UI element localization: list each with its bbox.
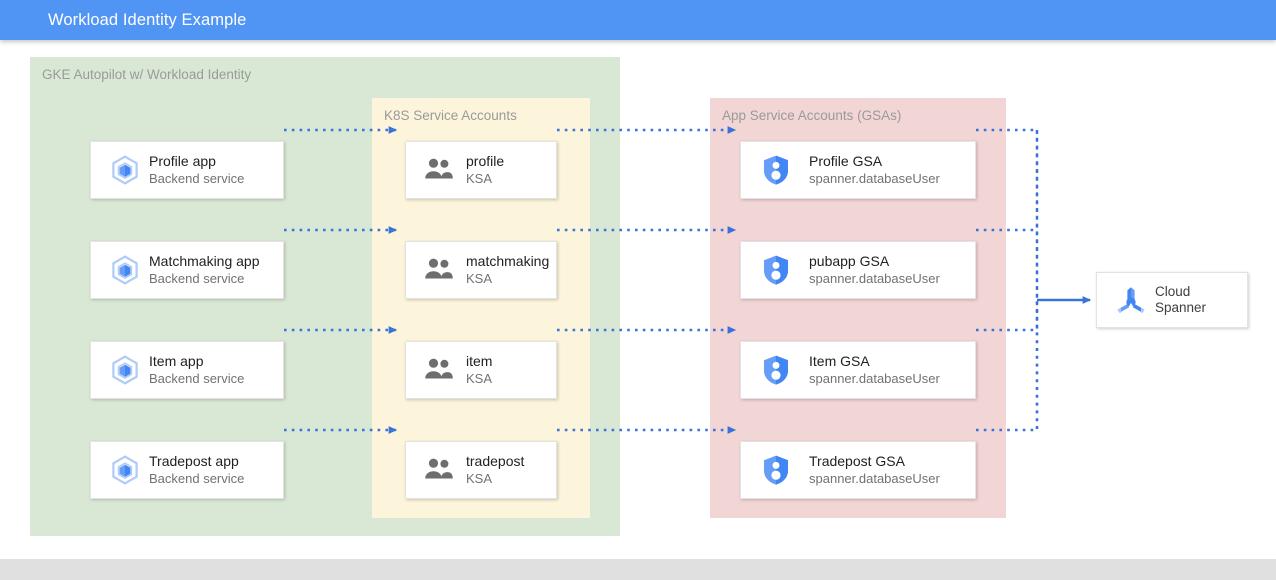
node-subtitle: spanner.databaseUser [809, 471, 940, 486]
node-title: Item app [149, 353, 204, 369]
people-icon [420, 157, 458, 183]
node-subtitle: spanner.databaseUser [809, 171, 940, 186]
group-k8s-service-accounts-label: K8S Service Accounts [384, 108, 517, 123]
node-title: Profile GSA [809, 153, 883, 169]
node-subtitle: Backend service [149, 371, 245, 386]
node-gsa-profile[interactable]: Profile GSA spanner.databaseUser [740, 141, 976, 199]
shield-person-icon [757, 454, 795, 486]
node-title: profile [466, 153, 505, 169]
node-subtitle: spanner.databaseUser [809, 271, 940, 286]
gke-cube-icon [103, 154, 147, 186]
node-subtitle: KSA [466, 471, 493, 486]
page-title: Workload Identity Example [48, 11, 247, 29]
gke-cube-icon [103, 454, 147, 486]
node-gsa-pubapp[interactable]: pubapp GSA spanner.databaseUser [740, 241, 976, 299]
node-title: Profile app [149, 153, 216, 169]
node-subtitle: Backend service [149, 171, 245, 186]
node-cloud-spanner[interactable]: Cloud Spanner [1096, 272, 1248, 328]
group-gke-autopilot-label: GKE Autopilot w/ Workload Identity [42, 67, 252, 82]
node-title: Tradepost GSA [809, 453, 905, 469]
shield-person-icon [757, 154, 795, 186]
node-title: matchmaking [466, 253, 550, 269]
node-app-profile[interactable]: Profile app Backend service [90, 141, 284, 199]
node-app-item[interactable]: Item app Backend service [90, 341, 284, 399]
shield-person-icon [757, 354, 795, 386]
node-subtitle: KSA [466, 271, 493, 286]
people-icon [420, 457, 458, 483]
node-subtitle: spanner.databaseUser [809, 371, 940, 386]
cloud-spanner-icon [1109, 284, 1153, 316]
node-app-tradepost[interactable]: Tradepost app Backend service [90, 441, 284, 499]
node-title: pubapp GSA [809, 253, 890, 269]
node-subtitle: KSA [466, 171, 493, 186]
gke-cube-icon [103, 254, 147, 286]
node-ksa-profile[interactable]: profile KSA [405, 141, 557, 199]
window-title-bar: Workload Identity Example [0, 0, 1276, 40]
shield-person-icon [757, 254, 795, 286]
node-ksa-matchmaking[interactable]: matchmaking KSA [405, 241, 557, 299]
node-title-line2: Spanner [1155, 300, 1207, 315]
node-ksa-item[interactable]: item KSA [405, 341, 557, 399]
diagram-canvas: GKE Autopilot w/ Workload Identity K8S S… [0, 40, 1276, 559]
node-gsa-tradepost[interactable]: Tradepost GSA spanner.databaseUser [740, 441, 976, 499]
node-title: tradepost [466, 453, 525, 469]
node-ksa-tradepost[interactable]: tradepost KSA [405, 441, 557, 499]
people-icon [420, 357, 458, 383]
node-title: Matchmaking app [149, 253, 260, 269]
node-gsa-item[interactable]: Item GSA spanner.databaseUser [740, 341, 976, 399]
node-app-matchmaking[interactable]: Matchmaking app Backend service [90, 241, 284, 299]
node-subtitle: Backend service [149, 271, 245, 286]
people-icon [420, 257, 458, 283]
node-subtitle: KSA [466, 371, 493, 386]
node-subtitle: Backend service [149, 471, 245, 486]
node-title: Item GSA [809, 353, 870, 369]
node-title: item [466, 353, 493, 369]
gke-cube-icon [103, 354, 147, 386]
status-bar [0, 559, 1276, 580]
node-title: Tradepost app [149, 453, 239, 469]
node-title-line1: Cloud [1155, 284, 1191, 299]
group-app-service-accounts-label: App Service Accounts (GSAs) [722, 108, 902, 123]
